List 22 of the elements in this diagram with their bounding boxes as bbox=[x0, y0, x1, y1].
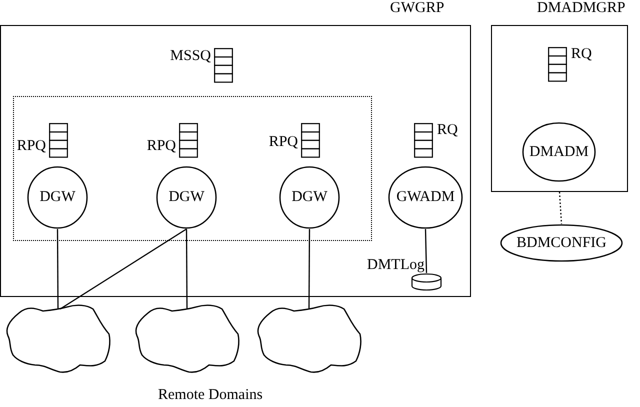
node-label: DMADM bbox=[529, 144, 589, 160]
connector-line bbox=[308, 229, 310, 309]
node-label: DGW bbox=[40, 189, 76, 206]
caption-text: Remote Domains bbox=[158, 387, 263, 403]
node-label: DGW bbox=[292, 189, 328, 206]
queue-label: RPQ bbox=[268, 134, 298, 150]
connector-line bbox=[56, 229, 59, 309]
queue-label: RPQ bbox=[16, 138, 46, 154]
connector-line bbox=[186, 229, 188, 309]
dotted-connector bbox=[558, 192, 562, 224]
group-title: GWGRP bbox=[390, 0, 444, 16]
queue-label: RPQ bbox=[146, 138, 176, 154]
connector-line bbox=[424, 228, 428, 274]
node-label: GWADM bbox=[396, 189, 455, 206]
queue-label: RQ bbox=[437, 122, 458, 138]
connector-line bbox=[60, 228, 187, 310]
queue-label: MSSQ bbox=[170, 48, 211, 64]
group-title: DMADMGRP bbox=[537, 0, 626, 16]
queue-label: DMTLog bbox=[367, 257, 424, 273]
queue-label: RQ bbox=[571, 46, 592, 62]
node-label: DGW bbox=[168, 189, 204, 206]
node-label: BDMCONFIG bbox=[516, 234, 606, 252]
